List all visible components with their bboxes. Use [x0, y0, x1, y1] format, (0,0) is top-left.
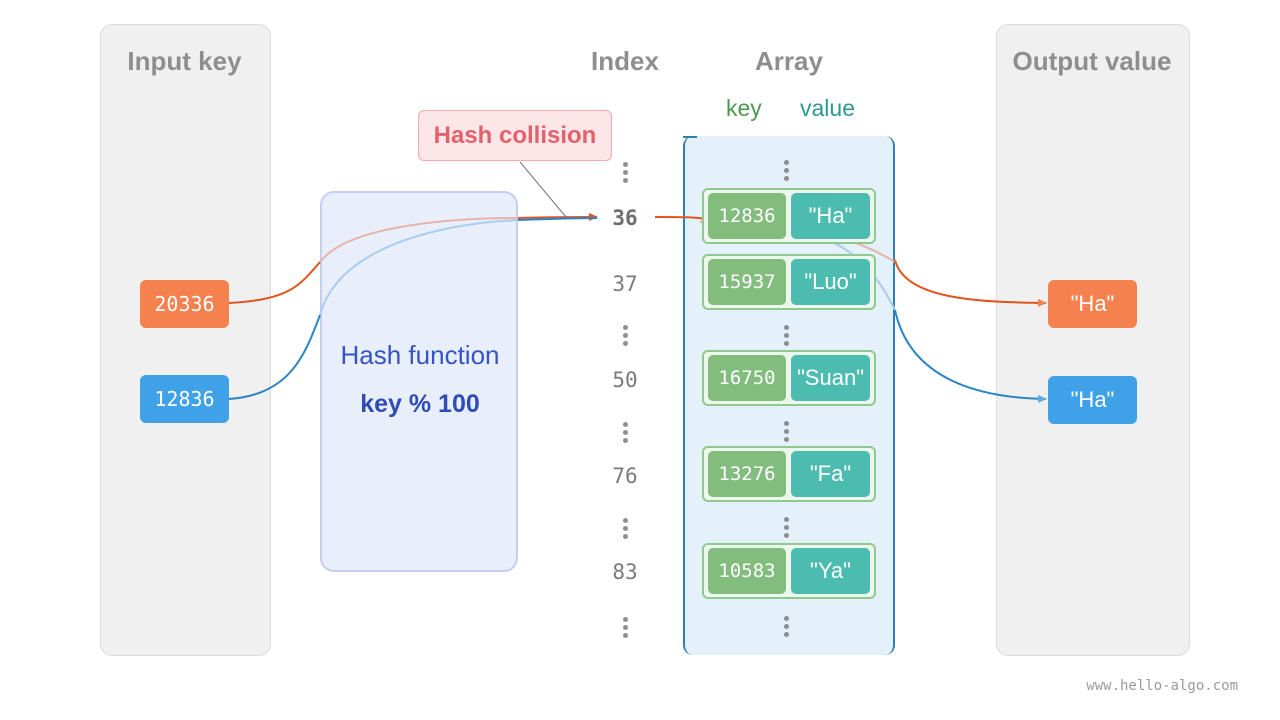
input-key-column	[100, 24, 271, 656]
array-row-key: 10583	[708, 548, 786, 594]
curve-box-blue	[319, 219, 521, 316]
index-ellipsis-icon	[622, 162, 628, 186]
index-title: Index	[591, 46, 659, 76]
hash-function-title: Hash function	[340, 340, 500, 370]
array-row-value: "Luo"	[791, 259, 870, 305]
index-36: 36	[612, 206, 638, 230]
array-ellipsis-icon	[783, 517, 789, 541]
array-row-key: 16750	[708, 355, 786, 401]
array-value-header: value	[800, 95, 855, 121]
array-row-value: "Fa"	[791, 451, 870, 497]
array-row-value: "Ha"	[791, 193, 870, 239]
watermark: www.hello-algo.com	[1086, 678, 1238, 694]
curve-index-blue	[517, 217, 598, 221]
index-76: 76	[612, 464, 638, 488]
output-value-blue: "Ha"	[1048, 376, 1137, 424]
input-key-title: Input key	[127, 46, 242, 76]
array-row-key: 12836	[708, 193, 786, 239]
hash-function-box	[320, 191, 518, 572]
array-row-value: "Suan"	[791, 355, 870, 401]
array-row-76: 13276 "Fa"	[702, 446, 876, 502]
curve-index-to-array	[654, 216, 707, 220]
index-83: 83	[612, 560, 638, 584]
output-value-orange: "Ha"	[1048, 280, 1137, 328]
curve-input-blue	[228, 314, 321, 400]
hash-function-formula: key % 100	[360, 390, 480, 418]
output-value-title: Output value	[1012, 46, 1172, 76]
input-key-12836: 12836	[140, 375, 229, 423]
array-row-37: 15937 "Luo"	[702, 254, 876, 310]
array-row-key: 15937	[708, 259, 786, 305]
array-row-value: "Ya"	[791, 548, 870, 594]
index-50: 50	[612, 368, 638, 392]
curve-input-orange	[228, 261, 321, 304]
array-row-83: 10583 "Ya"	[702, 543, 876, 599]
array-row-key: 13276	[708, 451, 786, 497]
output-value-column	[996, 24, 1190, 656]
curve-output-blue	[894, 309, 1047, 403]
collision-pointer	[519, 161, 567, 218]
array-key-header: key	[726, 95, 762, 121]
index-37: 37	[612, 272, 638, 296]
curve-index-orange	[517, 213, 598, 222]
input-key-20336: 20336	[140, 280, 229, 328]
array-title: Array	[755, 46, 823, 76]
array-ellipsis-icon	[783, 616, 789, 640]
array-ellipsis-icon	[783, 325, 789, 349]
index-ellipsis-icon	[622, 422, 628, 446]
array-ellipsis-icon	[783, 421, 789, 445]
array-row-36: 12836 "Ha"	[702, 188, 876, 244]
hash-collision-label: Hash collision	[418, 110, 612, 161]
curve-output-orange	[894, 259, 1047, 307]
index-ellipsis-icon	[622, 617, 628, 641]
curve-box-orange	[319, 217, 521, 263]
index-ellipsis-icon	[622, 518, 628, 542]
index-ellipsis-icon	[622, 325, 628, 349]
array-row-50: 16750 "Suan"	[702, 350, 876, 406]
array-ellipsis-icon	[783, 160, 789, 184]
